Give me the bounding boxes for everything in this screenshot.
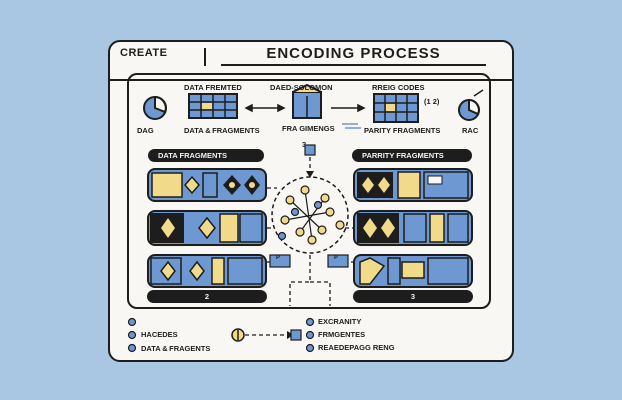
connector-boxes: [231, 144, 349, 342]
legend-bullets: [127, 317, 315, 353]
parity-fragments-label: PARITY FRAGMENTS: [364, 126, 441, 135]
rreig-codes-grid-icon: [373, 93, 419, 123]
data-fragments-label: DATA & FRAGMENTS: [184, 126, 260, 135]
parity-band-2-blocks: [357, 213, 469, 243]
data-fragments-pill[interactable]: DATA FRAGMENTS: [148, 149, 264, 162]
page-title-text: ENCODING PROCESS: [266, 45, 441, 62]
rreig-codes-label: RREIG CODES: [372, 83, 425, 92]
create-label[interactable]: CREATE: [120, 47, 168, 59]
dash-marks: [342, 123, 361, 129]
legend-left-item-2: DATA & FRAGENTS: [141, 344, 211, 353]
parity-band-1-blocks: [357, 171, 469, 199]
daed-solomon-label: DAED-SOLOMON: [270, 83, 333, 92]
data-band-3-blocks: [150, 257, 263, 285]
parity-band-3-blocks: [359, 257, 469, 285]
rac-pie-icon: [458, 89, 484, 121]
parity-footer-bar: 3: [353, 290, 473, 303]
data-fremted-grid-icon: [188, 93, 238, 119]
step-marker: 3: [302, 140, 307, 149]
dag-label: DAG: [137, 126, 154, 135]
page-title: ENCODING PROCESS: [221, 44, 486, 66]
parity-fragments-pill[interactable]: PARRITY FRAGMENTS: [352, 149, 472, 162]
fra-gimengs-label: FRA GIMENGS: [282, 124, 335, 133]
legend-right-item-3: REAEDEPAGG RENG: [318, 343, 395, 352]
central-encoding-circle: [271, 176, 349, 254]
legend-right-item-1: EXCRANITY: [318, 317, 362, 326]
data-band-1-blocks: [151, 172, 260, 198]
header-divider: [204, 48, 206, 66]
pie-chart-icon: [143, 95, 167, 120]
header-separator: [110, 79, 512, 81]
code-numbers-label: (1 2): [424, 97, 440, 106]
solomon-cube-icon: [292, 83, 322, 119]
data-footer-bar: 2: [147, 290, 267, 303]
diagram-frame: [127, 73, 491, 309]
connector-p-right: P: [334, 255, 339, 261]
legend-left-item-1: HACEDES: [141, 330, 178, 339]
data-fremted-label: DATA FREMTED: [184, 83, 242, 92]
legend-right-item-2: FRMGENTES: [318, 330, 366, 339]
data-band-2-blocks: [150, 213, 263, 243]
top-row-arrows: [244, 103, 366, 113]
connector-p-left: P: [276, 255, 281, 261]
rac-label: RAC: [462, 126, 479, 135]
